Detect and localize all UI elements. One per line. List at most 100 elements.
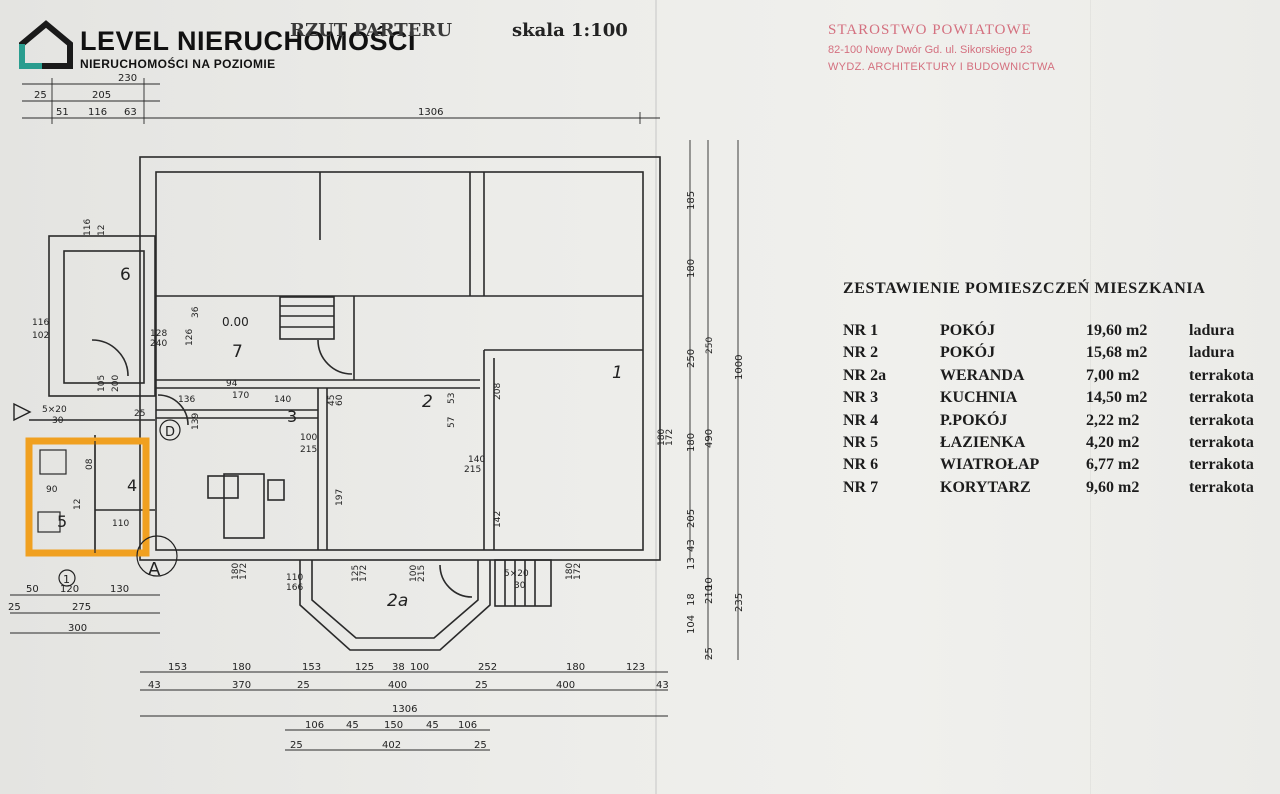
dimension-label: 25: [297, 680, 310, 691]
room-floor: terrakota: [1189, 389, 1254, 407]
dimension-label: 18: [686, 593, 697, 606]
room-number: NR 3: [843, 389, 879, 407]
dimension-label: 197: [335, 489, 345, 506]
dimension-label: 45: [327, 395, 337, 406]
room-name: WERANDA: [940, 366, 1025, 384]
room-area: 14,50 m2: [1086, 389, 1148, 407]
dimension-label: 116: [83, 219, 93, 236]
room-number: NR 5: [843, 433, 879, 451]
room-area: 2,22 m2: [1086, 411, 1140, 429]
dimension-label: 25: [704, 647, 715, 660]
dimension-label: 172: [359, 565, 369, 582]
dimension-label: 25: [8, 602, 21, 613]
bathroom-highlight: [25, 437, 150, 557]
dimension-label: 215: [464, 465, 481, 475]
dimension-label: 139: [191, 413, 201, 430]
dimension-label: 205: [686, 509, 697, 528]
dimension-label: 1306: [392, 704, 417, 715]
stamp-line: WYDZ. ARCHITEKTURY I BUDOWNICTWA: [828, 61, 1055, 73]
dimension-label: 180: [566, 662, 585, 673]
room-number: NR 7: [843, 478, 879, 496]
room-label: 2a: [387, 591, 408, 611]
logo-subtitle: NIERUCHOMOŚCI NA POZIOMIE: [80, 57, 276, 71]
room-label: 3: [287, 407, 297, 426]
stamp-line: 82-100 Nowy Dwór Gd. ul. Sikorskiego 23: [828, 44, 1033, 56]
dimension-label: 210: [704, 585, 715, 604]
room-label: 5: [57, 512, 67, 531]
dimension-label: 116: [88, 107, 107, 118]
room-floor: terrakota: [1189, 433, 1254, 451]
dimension-label: 252: [478, 662, 497, 673]
dimension-label: 180: [232, 662, 251, 673]
dimension-label: 250: [705, 337, 715, 354]
dimension-label: 170: [232, 391, 249, 401]
inner-dimension-texts: 116 12 116 102 128 240 36 126 105 200 94…: [32, 219, 715, 593]
dimension-label: 12: [73, 499, 83, 510]
room-label: 2: [422, 392, 433, 412]
dimension-label: 51: [56, 107, 69, 118]
room-name: P.POKÓJ: [940, 411, 1008, 429]
dimension-label: 60: [335, 394, 345, 406]
dimension-label: 125: [355, 662, 374, 673]
room-floor: ladura: [1189, 322, 1235, 339]
room-area: 6,77 m2: [1086, 456, 1140, 474]
dimension-label: 172: [239, 563, 249, 580]
dimension-label: 1306: [418, 107, 443, 118]
dimension-label: 106: [305, 720, 324, 731]
dimension-label: 110: [286, 573, 303, 583]
room-number: NR 4: [843, 411, 879, 429]
dimension-label: 120: [60, 584, 79, 595]
logo: LEVEL NIERUCHOMOŚCI NIERUCHOMOŚCI NA POZ…: [18, 20, 438, 72]
dimension-label: 180: [686, 259, 697, 278]
room-area: 7,00 m2: [1086, 366, 1140, 384]
dimension-label: 126: [185, 329, 195, 346]
dimension-label: 370: [232, 680, 251, 691]
dimension-label: 128: [150, 329, 167, 339]
dimension-texts: 230 25 205 51 116 63 1306 50 120 130 25 …: [8, 73, 745, 751]
dimension-label: 5×20: [42, 405, 67, 415]
dimension-label: 130: [110, 584, 129, 595]
dimension-label: 205: [92, 90, 111, 101]
room-name: WIATROŁAP: [940, 456, 1040, 474]
dimension-label: 230: [118, 73, 137, 84]
dimension-label: 43: [148, 680, 161, 691]
dimension-label: 490: [704, 429, 715, 448]
axis-label: A: [148, 559, 161, 580]
dimension-label: 53: [447, 393, 457, 404]
room-floor: ladura: [1189, 344, 1235, 362]
dimension-label: 110: [112, 519, 129, 529]
dimension-label: 142: [493, 511, 503, 528]
dimension-label: 104: [686, 615, 697, 634]
dimension-label: 215: [300, 445, 317, 455]
dimension-label: 172: [665, 429, 675, 446]
dimension-label: 100: [410, 662, 429, 673]
room-floor: terrakota: [1189, 456, 1254, 474]
room-label: 6: [120, 265, 131, 285]
dimension-label: 402: [382, 740, 401, 751]
dimension-label: 180: [686, 433, 697, 452]
bathroom-fixtures: [37, 441, 96, 553]
logo-title: LEVEL NIERUCHOMOŚCI: [80, 26, 417, 56]
dimension-label: 275: [72, 602, 91, 613]
dimension-label: 12: [97, 225, 107, 236]
dimension-label: 166: [286, 583, 303, 593]
drawing-title: RZUT PARTERU: [290, 20, 453, 41]
room-floor: terrakota: [1189, 366, 1254, 384]
dimension-label: 172: [573, 563, 583, 580]
dimension-label: 180: [231, 563, 241, 580]
room-label: 1: [612, 363, 623, 383]
dimension-label: 90: [46, 485, 58, 495]
room-number: NR 2: [843, 344, 879, 362]
paper-fold: [655, 0, 657, 794]
room-number: NR 2a: [843, 366, 887, 384]
dimension-label: 400: [388, 680, 407, 691]
dimension-label: 100: [409, 565, 419, 582]
dimension-label: 36: [191, 306, 201, 318]
schedule-title: ZESTAWIENIE POMIESZCZEŃ MIESZKANIA: [843, 280, 1206, 297]
room-name: KUCHNIA: [940, 389, 1018, 407]
dimension-label: 400: [556, 680, 575, 691]
room-area: 4,20 m2: [1086, 433, 1140, 451]
dimension-lines: [10, 78, 739, 751]
